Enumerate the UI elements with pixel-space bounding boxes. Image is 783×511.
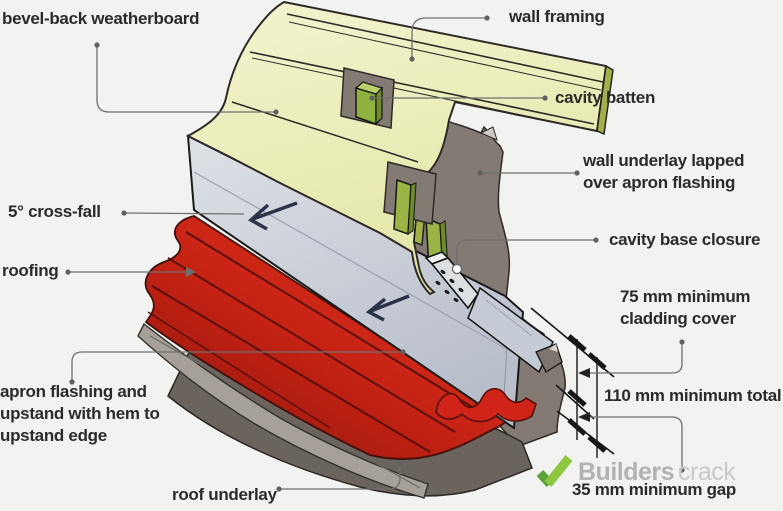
cavity-base-closure-shape <box>424 251 480 310</box>
closure-marker <box>451 263 463 275</box>
label-roof-underlay: roof underlay <box>172 485 277 504</box>
cross-fall-arrow-icon <box>365 294 410 322</box>
flashing-upstand-end <box>467 286 563 374</box>
cavity-batten-block <box>354 81 384 126</box>
label-minimum-total: 110 mm minimum total <box>604 386 782 405</box>
label-apron-flashing: apron flashing and upstand with hem to u… <box>0 382 160 445</box>
leader-lines <box>68 17 683 490</box>
label-bevel-back-weatherboard: bevel-back weatherboard <box>2 9 200 28</box>
roofing-shape <box>144 215 510 460</box>
cross-fall-arrow-icon <box>247 201 298 231</box>
weatherboard-shape <box>185 0 614 296</box>
leader-arrowheads <box>186 267 590 422</box>
label-wall-framing: wall framing <box>509 7 605 26</box>
logo-text-bold: Builders <box>578 457 675 486</box>
label-cavity-batten: cavity batten <box>555 88 656 107</box>
label-cross-fall: 5° cross-fall <box>8 202 101 221</box>
roof-underlay-shape <box>137 322 429 499</box>
leader-dots <box>65 15 685 492</box>
label-wall-underlay-lap: wall underlay lapped over apron flashing <box>583 151 745 192</box>
builderscrack-check-icon <box>536 455 573 488</box>
dimension-lines <box>530 307 615 458</box>
roofing-corrugation-ends <box>435 388 537 423</box>
logo-text-light: crack <box>678 457 736 486</box>
label-roofing: roofing <box>2 261 59 280</box>
label-minimum-gap: 35 mm minimum gap <box>572 480 736 499</box>
label-cladding-cover: 75 mm minimum cladding cover <box>620 287 751 328</box>
label-cavity-base-closure: cavity base closure <box>609 230 761 249</box>
